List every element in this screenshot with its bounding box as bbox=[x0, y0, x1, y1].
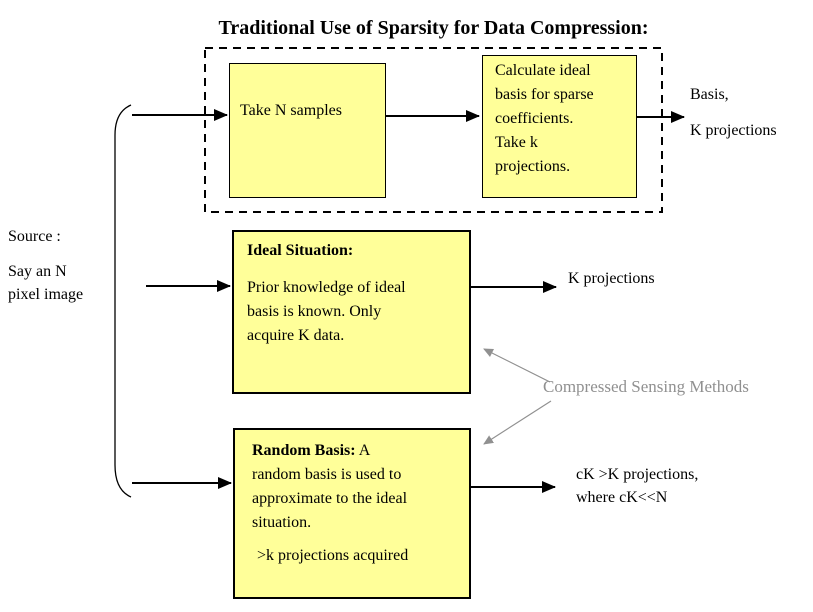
basis-output-line2: K projections bbox=[690, 122, 777, 139]
random-basis-box: Random Basis: A random basis is used to … bbox=[233, 428, 471, 599]
take-samples-box: Take N samples bbox=[229, 63, 386, 198]
random-basis-body: A random basis is used to approximate to… bbox=[252, 442, 408, 531]
random-basis-paragraph: Random Basis: A random basis is used to … bbox=[252, 439, 469, 535]
cs-methods-to-ideal-arrow bbox=[483, 348, 551, 383]
source-label-heading: Source : bbox=[8, 228, 61, 245]
cs-methods-to-random-arrow bbox=[483, 400, 552, 445]
source-label-description: Say an N pixel image bbox=[8, 263, 84, 303]
calculate-basis-box: Calculate ideal basis for sparse coeffic… bbox=[482, 55, 637, 198]
take-samples-text: Take N samples bbox=[240, 102, 342, 119]
source-bracket bbox=[114, 104, 132, 498]
ideal-output-label: K projections bbox=[568, 270, 655, 287]
ideal-situation-box: Ideal Situation: Prior knowledge of idea… bbox=[232, 230, 471, 394]
source-label: Source : Say an N pixel image bbox=[8, 225, 83, 306]
basis-output-line1: Basis, bbox=[690, 86, 729, 103]
compressed-sensing-annotation: Compressed Sensing Methods bbox=[543, 377, 749, 396]
random-output-label: cK >K projections, where cK<<N bbox=[576, 466, 699, 506]
ideal-situation-heading: Ideal Situation: bbox=[247, 242, 354, 259]
random-basis-note: >k projections acquired bbox=[257, 547, 409, 564]
ideal-situation-body: Prior knowledge of ideal basis is known.… bbox=[247, 279, 406, 344]
basis-output-label: Basis, K projections bbox=[690, 83, 777, 142]
slide-title: Traditional Use of Sparsity for Data Com… bbox=[218, 17, 649, 39]
random-basis-heading: Random Basis: bbox=[252, 442, 356, 459]
